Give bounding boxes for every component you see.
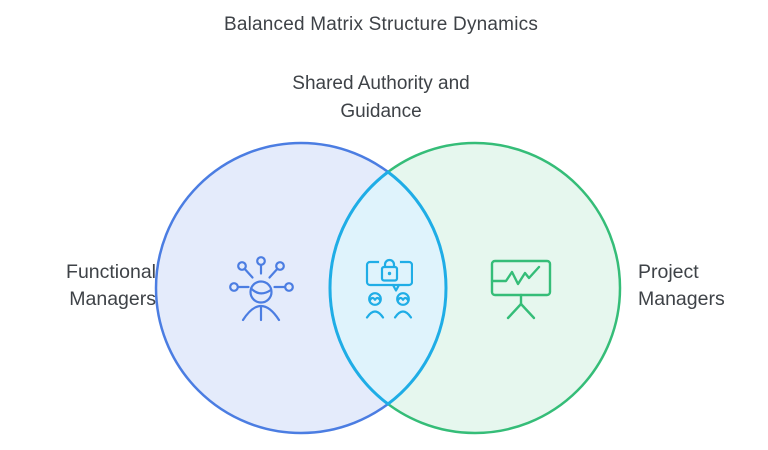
- secure-chat-people-icon: [365, 258, 413, 319]
- network-person-icon: [229, 256, 294, 322]
- left-set-label: Functional Managers: [0, 259, 156, 313]
- overlap-heading-line2: Guidance: [340, 101, 422, 122]
- overlap-heading: Shared Authority and Guidance: [0, 70, 762, 126]
- lock-keyhole: [387, 271, 392, 276]
- venn-overlap-region: [328, 170, 448, 406]
- trend-line: [490, 265, 541, 286]
- diagram-title: Balanced Matrix Structure Dynamics: [223, 14, 539, 35]
- secure-chat-glyph: [365, 258, 413, 319]
- left-set-label-line1: Functional: [66, 261, 156, 283]
- bubble-tail: [391, 283, 401, 292]
- right-set-label-line2: Managers: [638, 288, 725, 310]
- right-set-label-line1: Project: [638, 261, 699, 283]
- lock-body: [380, 265, 399, 282]
- lock-shackle: [383, 258, 396, 269]
- presentation-chart-icon: [490, 259, 552, 320]
- network-person-glyph: [229, 256, 294, 322]
- left-set-label-line2: Managers: [69, 288, 156, 310]
- overlap-heading-line1: Shared Authority and: [292, 73, 470, 94]
- presentation-chart-glyph: [490, 259, 552, 320]
- right-set-label: Project Managers: [638, 259, 768, 313]
